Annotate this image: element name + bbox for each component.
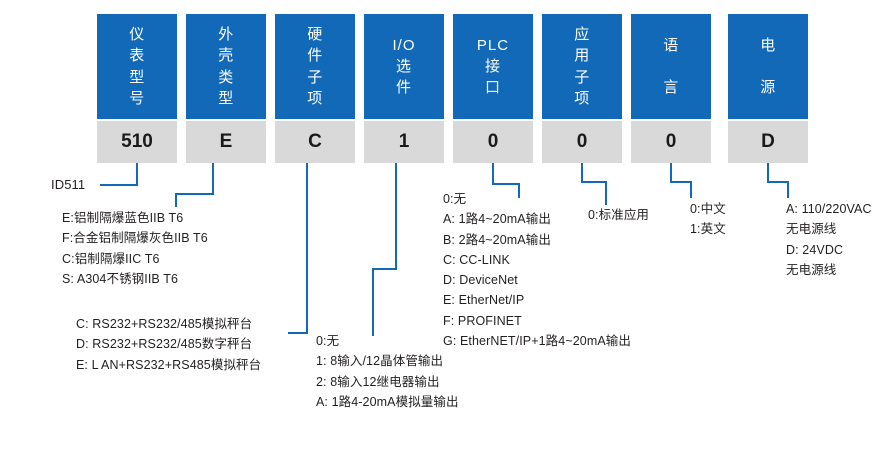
- column-header-io-option: I/O 选 件: [364, 14, 444, 119]
- connector-power-vertical-2: [787, 181, 789, 198]
- column-header-text: I/O 选 件: [392, 36, 416, 97]
- connector-language-horizontal: [670, 181, 692, 183]
- note-enclosure-options: E:铝制隔爆蓝色IIB T6 F:合金铝制隔爆灰色IIB T6 C:铝制隔爆II…: [62, 211, 208, 286]
- connector-hardware-vertical: [306, 163, 308, 334]
- connector-enclosure-vertical-2: [175, 193, 177, 207]
- connector-application-vertical-1: [581, 163, 583, 183]
- note-hardware-options: C: RS232+RS232/485模拟秤台 D: RS232+RS232/48…: [76, 317, 262, 372]
- column-header-plc-interface: PLC 接 口: [453, 14, 533, 119]
- note-io-options: 0:无 1: 8输入/12晶体管输出 2: 8输入12继电器输出 A: 1路4-…: [316, 334, 459, 409]
- connector-power-vertical-1: [767, 163, 769, 183]
- connector-io-vertical-1: [395, 163, 397, 270]
- connector-plc-horizontal: [492, 183, 520, 185]
- connector-model-number-vertical: [136, 163, 138, 186]
- note-application-options: 0:标准应用: [588, 208, 650, 222]
- connector-application-vertical-2: [605, 181, 607, 205]
- connector-application-horizontal: [581, 181, 607, 183]
- note-power-options: A: 110/220VAC 无电源线 D: 24VDC 无电源线: [786, 202, 872, 277]
- column-code-hardware-subitem: C: [275, 121, 355, 163]
- column-code-language: 0: [631, 121, 711, 163]
- column-header-text: 仪 表 型 号: [129, 25, 145, 107]
- connector-enclosure-vertical-1: [212, 163, 214, 195]
- connector-language-vertical-1: [670, 163, 672, 183]
- column-header-application-subitem: 应 用 子 项: [542, 14, 622, 119]
- connector-io-vertical-2: [372, 268, 374, 336]
- column-header-text: 外 壳 类 型: [218, 25, 234, 107]
- connector-model-number-horizontal: [100, 184, 138, 186]
- connector-plc-vertical-2: [518, 183, 520, 198]
- column-header-text: 语 言: [663, 36, 679, 97]
- column-code-enclosure-type: E: [186, 121, 266, 163]
- column-header-power-supply: 电 源: [728, 14, 808, 119]
- connector-language-vertical-2: [690, 181, 692, 198]
- connector-hardware-horizontal: [288, 332, 308, 334]
- column-header-text: 应 用 子 项: [574, 25, 590, 107]
- connector-io-horizontal: [372, 268, 397, 270]
- column-header-model-number: 仪 表 型 号: [97, 14, 177, 119]
- column-code-model-number: 510: [97, 121, 177, 163]
- connector-plc-vertical-1: [492, 163, 494, 185]
- column-code-application-subitem: 0: [542, 121, 622, 163]
- column-header-text: 硬 件 子 项: [307, 25, 323, 107]
- column-code-plc-interface: 0: [453, 121, 533, 163]
- column-header-text: 电 源: [760, 36, 776, 97]
- column-header-hardware-subitem: 硬 件 子 项: [275, 14, 355, 119]
- column-header-text: PLC 接 口: [476, 36, 510, 97]
- connector-power-horizontal: [767, 181, 789, 183]
- column-code-power-supply: D: [728, 121, 808, 163]
- note-model-id: ID511: [51, 177, 86, 192]
- note-plc-options: 0:无 A: 1路4~20mA输出 B: 2路4~20mA输出 C: CC-LI…: [443, 192, 631, 348]
- connector-enclosure-horizontal: [175, 193, 214, 195]
- column-header-language: 语 言: [631, 14, 711, 119]
- note-language-options: 0:中文 1:英文: [690, 202, 726, 237]
- column-header-enclosure-type: 外 壳 类 型: [186, 14, 266, 119]
- column-code-io-option: 1: [364, 121, 444, 163]
